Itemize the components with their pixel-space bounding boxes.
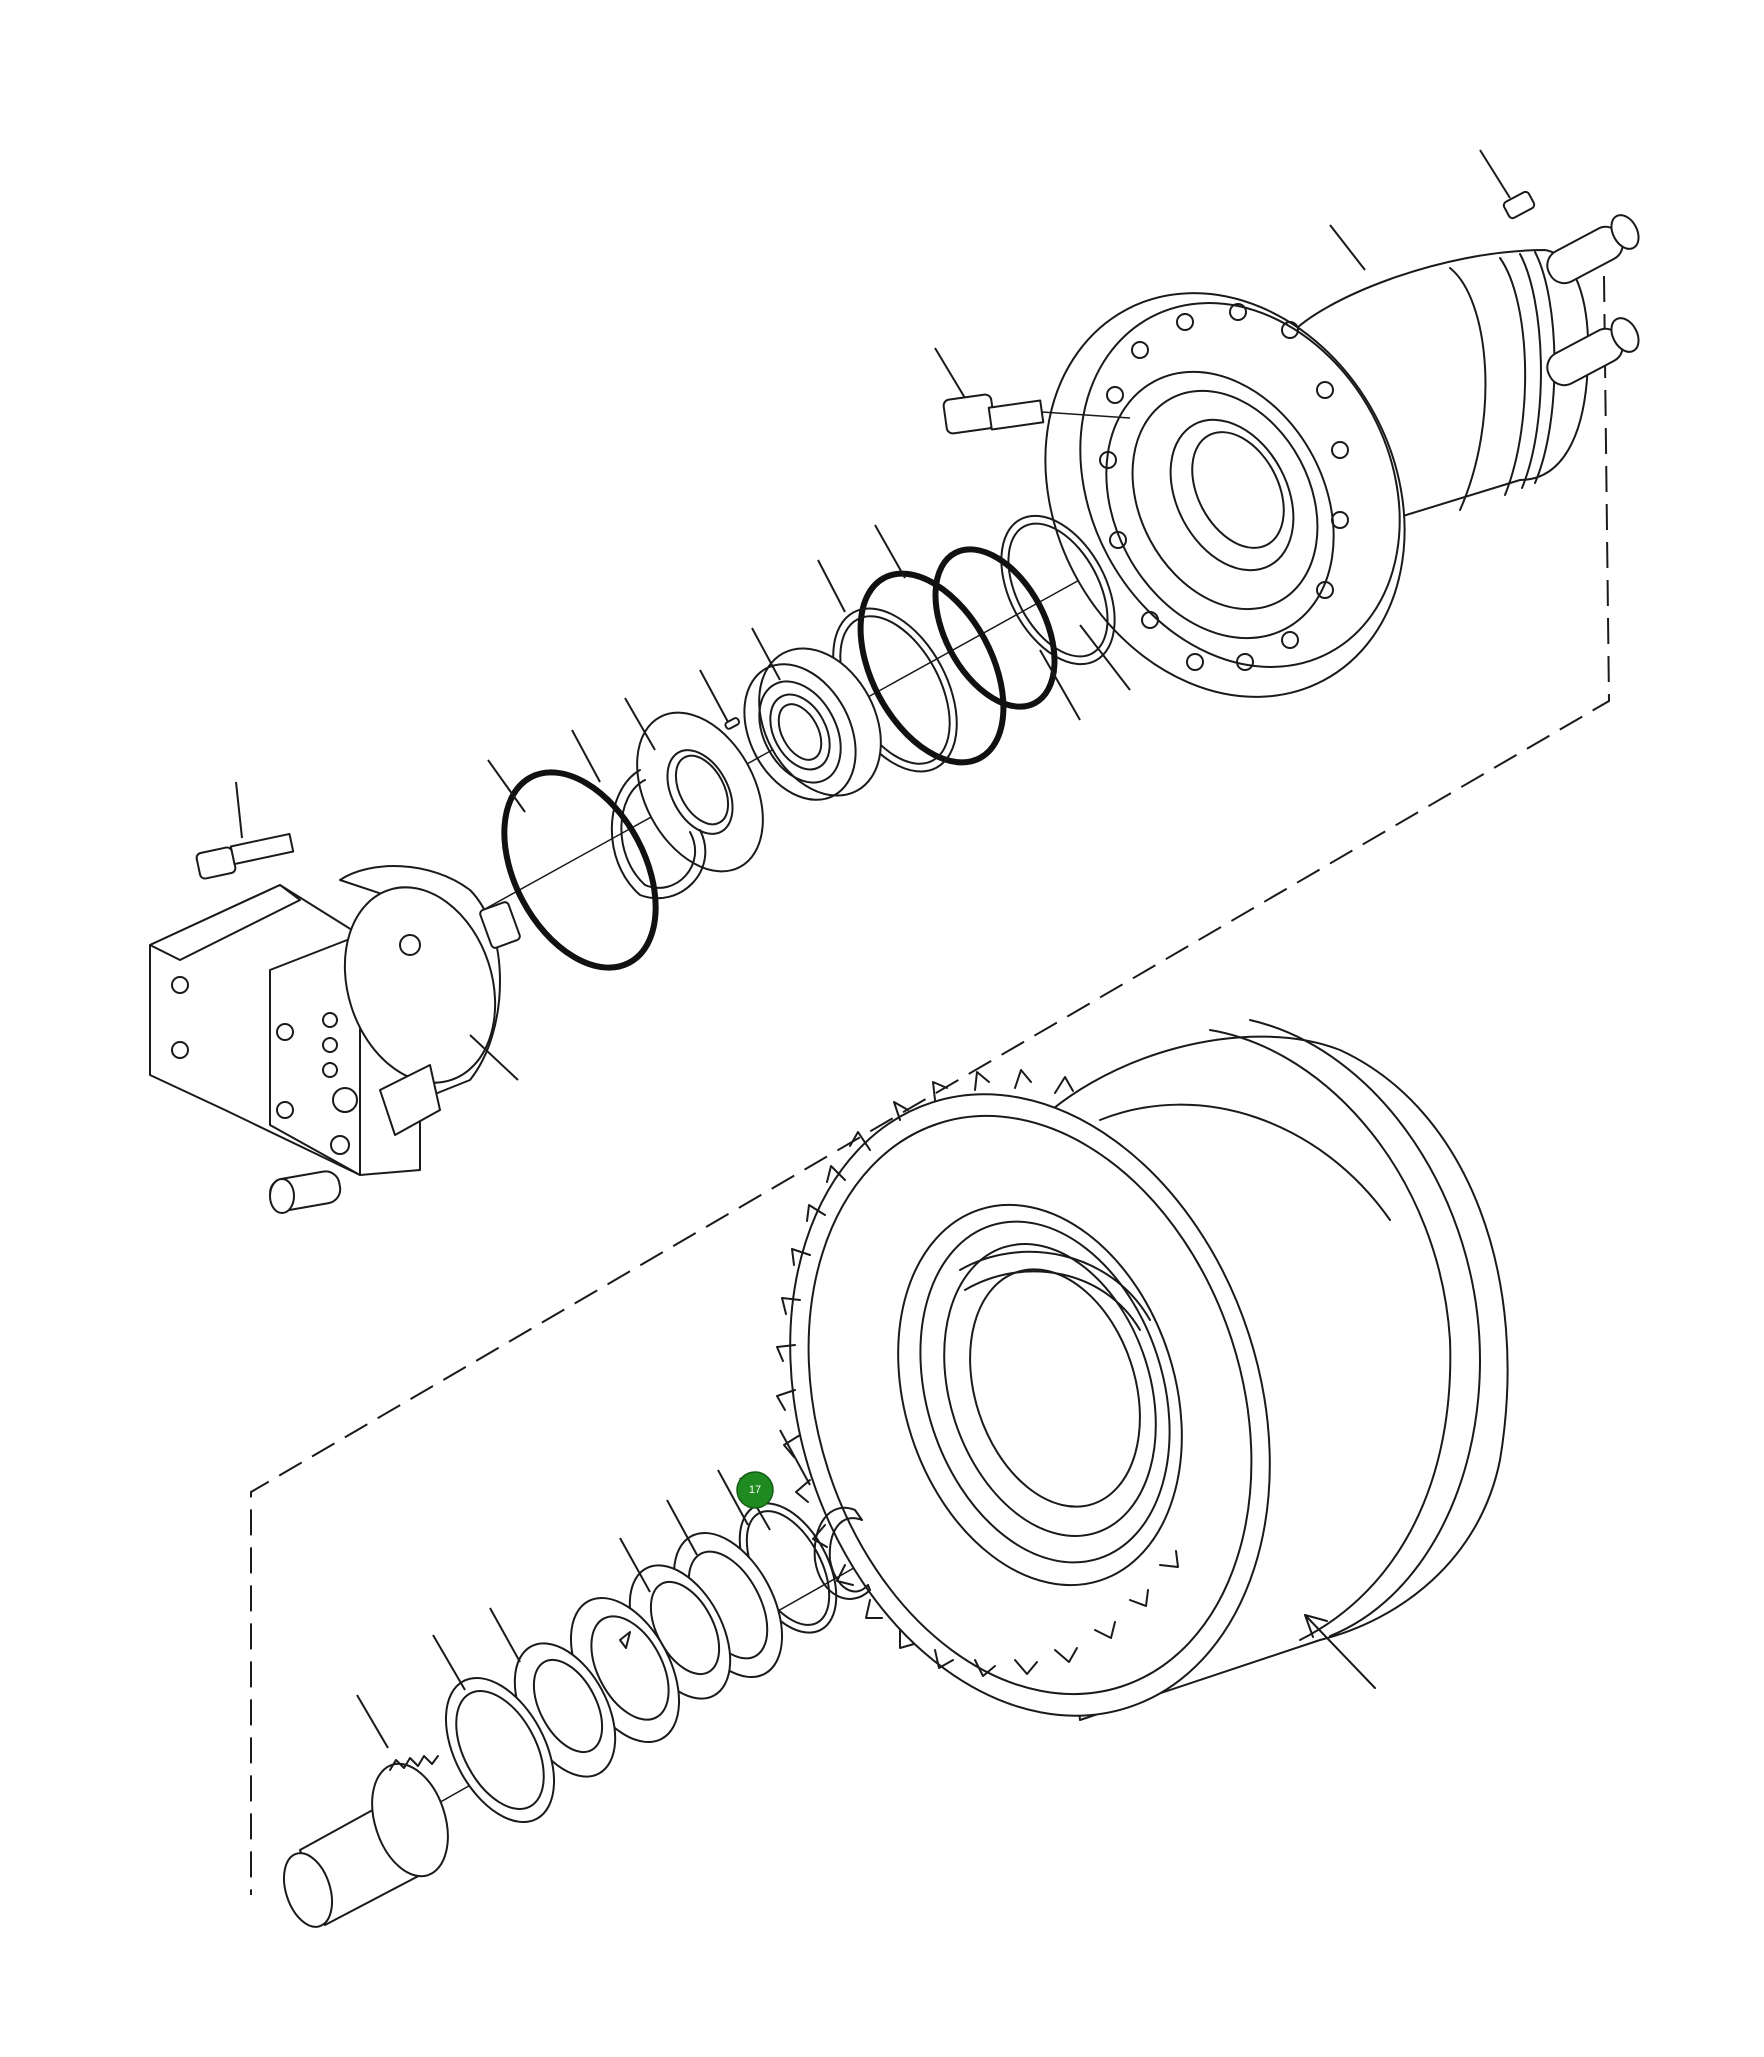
cap-screw-small	[195, 832, 295, 880]
callout-17-label: 17	[749, 1484, 761, 1496]
end-plate	[444, 1676, 556, 1824]
gear-teeth	[776, 1069, 1179, 1677]
motor-housing-flange	[1044, 214, 1640, 698]
o-ring-thick-2	[857, 570, 1007, 766]
snap-ring-upper	[610, 769, 707, 900]
callout-17-badge[interactable]	[736, 1471, 774, 1509]
o-ring-thick-1	[932, 546, 1058, 710]
snap-ring-lower	[813, 1507, 871, 1600]
set-screw	[1502, 190, 1536, 220]
thrust-washer	[636, 711, 764, 873]
pinion-shaft	[283, 1755, 449, 1928]
o-ring-thin-1	[1000, 514, 1116, 666]
cap-screw-large	[942, 393, 1131, 435]
direction-arrow	[1304, 1614, 1376, 1689]
ball-bearing	[743, 647, 882, 801]
ring-gear-drum	[776, 1019, 1509, 1721]
pin	[724, 717, 741, 730]
hydraulic-motor	[149, 865, 521, 1214]
leader-lines	[235, 149, 1511, 1749]
assembly-boundary-dashed	[250, 275, 1611, 1895]
callout-17[interactable]: 17	[736, 1471, 774, 1531]
o-ring-large-thick	[501, 769, 659, 971]
